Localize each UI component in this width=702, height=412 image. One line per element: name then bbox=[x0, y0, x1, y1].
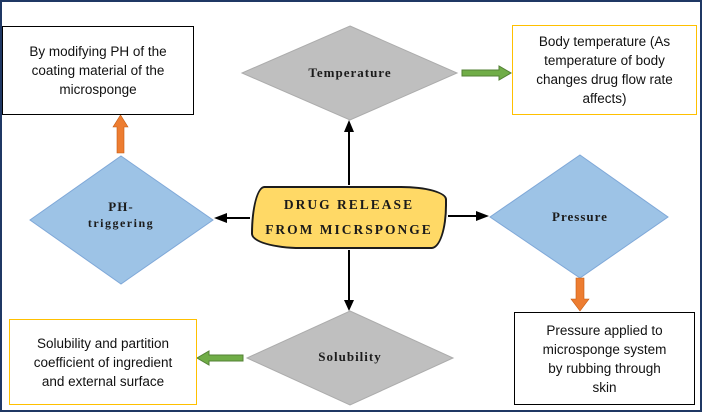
solubility-label: Solubility bbox=[318, 349, 382, 364]
ph-label-line2: triggering bbox=[87, 216, 155, 230]
arrow-head-right-icon bbox=[476, 211, 489, 221]
note-body-temperature: Body temperature (As temperature of body… bbox=[512, 25, 697, 115]
arrow-head-left-icon bbox=[214, 213, 227, 223]
arrow-center-to-ph-triggering bbox=[214, 213, 250, 223]
note-line: By modifying PH of the bbox=[29, 44, 167, 59]
pressure-label: Pressure bbox=[552, 209, 608, 224]
arrow-center-to-solubility bbox=[344, 250, 354, 311]
arrow-head-up-icon bbox=[344, 120, 354, 132]
central-node-title-line2: FROM MICRSPONGE bbox=[265, 222, 433, 237]
note-line: changes drug flow rate bbox=[536, 72, 673, 87]
arrow-ph-to-note-icon bbox=[112, 114, 129, 154]
note-line: Body temperature (As bbox=[538, 34, 671, 49]
note-line: by rubbing through bbox=[548, 360, 661, 376]
note-ph-mechanism: By modifying PH of the coating material … bbox=[2, 26, 194, 115]
arrow-temperature-to-note-icon bbox=[461, 65, 512, 81]
note-line: skin bbox=[592, 379, 617, 395]
temperature-label: Temperature bbox=[308, 65, 392, 80]
note-line: affects) bbox=[582, 91, 627, 106]
note-line: microsponge bbox=[59, 82, 137, 97]
solubility-diamond bbox=[245, 310, 455, 406]
note-line: and external surface bbox=[41, 373, 165, 389]
note-line: microsponge system bbox=[542, 341, 667, 357]
note-solubility-partition: Solubility and partition coefficient of … bbox=[9, 319, 197, 405]
note-line: Solubility and partition bbox=[36, 335, 170, 351]
central-node-title-line1: DRUG RELEASE bbox=[283, 197, 415, 212]
ph-triggering-diamond bbox=[29, 155, 214, 285]
arrow-pressure-to-note-icon bbox=[570, 277, 590, 312]
temperature-diamond bbox=[240, 25, 459, 121]
arrow-solubility-to-note-icon bbox=[196, 350, 244, 366]
note-line: coefficient of ingredient bbox=[33, 354, 173, 370]
note-line: Pressure applied to bbox=[546, 322, 663, 338]
arrow-center-to-temperature bbox=[344, 120, 354, 185]
ph-triggering-label: PH- triggering bbox=[41, 198, 201, 232]
note-pressure-application: Pressure applied to microsponge system b… bbox=[514, 312, 695, 405]
central-node-drug-release: DRUG RELEASE FROM MICRSPONGE bbox=[251, 186, 447, 249]
note-line: temperature of body bbox=[544, 53, 665, 68]
arrow-head-down-icon bbox=[344, 300, 354, 311]
note-line: coating material of the bbox=[31, 63, 165, 78]
arrow-center-to-pressure bbox=[448, 211, 489, 221]
ph-label-line1: PH- bbox=[108, 199, 134, 214]
